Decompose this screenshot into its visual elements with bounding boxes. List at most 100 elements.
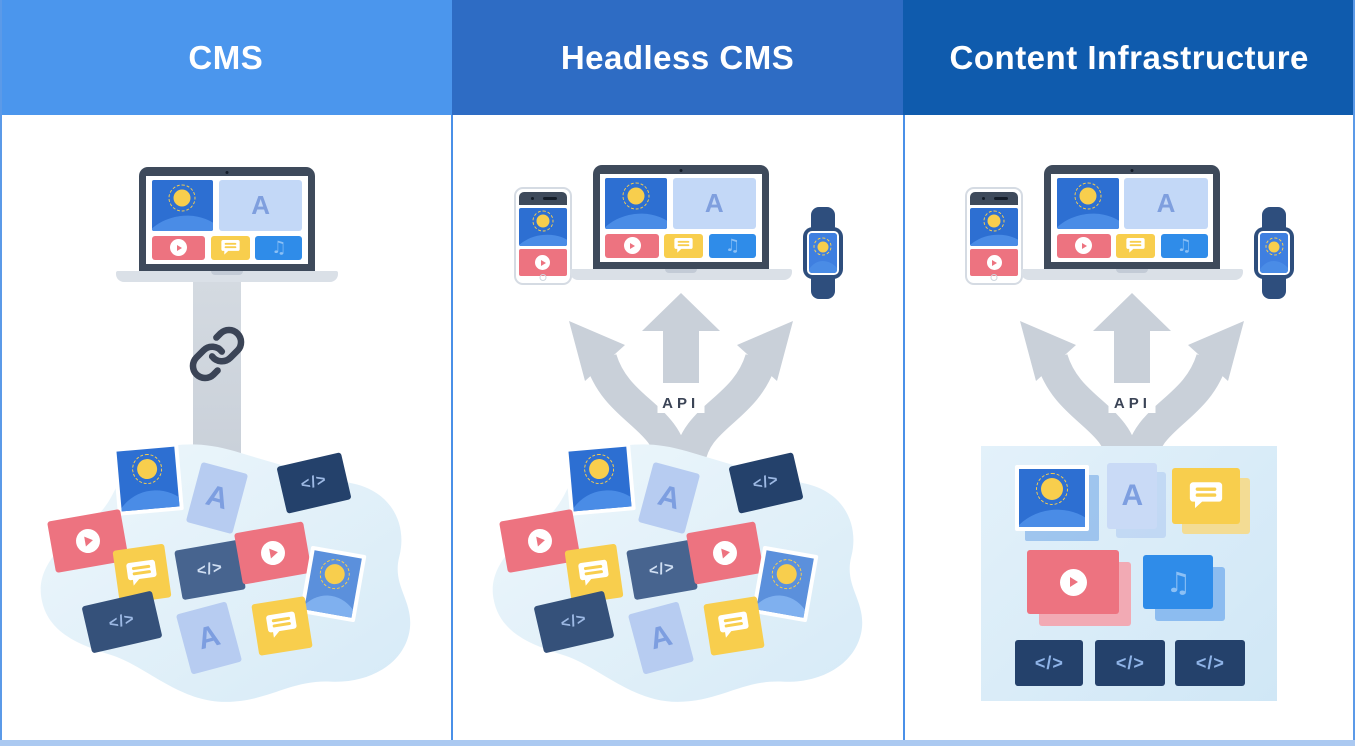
music-tile: ♫	[1143, 555, 1214, 609]
sun-photo-icon	[1019, 469, 1086, 527]
sun-icon	[774, 562, 798, 587]
sun-photo-icon	[568, 446, 632, 512]
text-glyph: A	[654, 478, 684, 517]
header-cms: CMS	[0, 0, 452, 115]
watch-screen	[1258, 231, 1291, 275]
wave-shape	[518, 229, 567, 246]
video-tile	[1027, 550, 1120, 614]
code-brackets-icon: </>	[195, 558, 225, 581]
code-tile: </>	[1015, 640, 1084, 686]
watch-strap	[1262, 207, 1287, 230]
laptop-lid: A ♫	[1044, 165, 1221, 269]
text-glyph: A	[1121, 479, 1144, 512]
column-divider	[903, 115, 905, 740]
api-label: API	[657, 394, 705, 413]
header-content-infrastructure: Content Infrastructure	[903, 0, 1355, 115]
play-icon	[525, 527, 554, 555]
video-tile	[605, 233, 659, 258]
text-glyph: A	[194, 618, 224, 657]
play-icon	[535, 255, 551, 270]
speech-bubble-icon	[578, 559, 609, 586]
speech-tile	[702, 596, 765, 656]
column-title-content-infrastructure: Content Infrastructure	[949, 38, 1309, 76]
speech-bubble-icon	[221, 239, 240, 255]
column-title-cms: CMS	[188, 38, 264, 76]
image-tile	[151, 180, 214, 232]
text-glyph: A	[1156, 188, 1176, 219]
panel-headless-cms: API A ♫	[452, 115, 904, 748]
column-title-headless-cms: Headless CMS	[560, 38, 795, 76]
music-tile: ♫	[1160, 233, 1208, 258]
three-way-arrow-icon	[1020, 293, 1245, 463]
sun-photo-icon	[116, 446, 180, 512]
watch-screen	[806, 231, 839, 275]
wave-shape	[568, 481, 632, 512]
code-brackets-icon: </>	[558, 610, 589, 633]
sun-icon	[136, 458, 158, 481]
image-tile	[518, 208, 567, 246]
phone-speaker-bar	[518, 192, 567, 205]
panel-content-infrastructure: API A ♫	[903, 115, 1355, 748]
video-tile	[151, 235, 206, 260]
watch-strap	[810, 276, 835, 299]
video-tile	[1057, 233, 1111, 258]
smartphone	[965, 187, 1024, 285]
music-note-icon: ♫	[1176, 235, 1192, 256]
laptop-base	[116, 271, 338, 282]
text-tile: A	[1107, 463, 1158, 529]
speech-bubble-icon	[266, 611, 297, 638]
column-cms: CMS A ♫	[0, 0, 452, 748]
phone-home-button	[990, 274, 998, 281]
bottom-border-bar	[0, 740, 1355, 746]
laptop-screen: A ♫	[1051, 174, 1214, 262]
play-icon	[1059, 568, 1087, 596]
text-tile: A	[672, 178, 756, 230]
speech-bubble-icon	[674, 237, 694, 253]
speech-tile	[564, 543, 624, 605]
sun-photo-icon	[808, 233, 837, 273]
sun-icon	[622, 182, 650, 210]
sun-icon	[532, 210, 554, 232]
code-brackets-icon: </>	[1034, 652, 1064, 673]
wave-shape	[755, 594, 814, 618]
music-tile: ♫	[709, 233, 756, 258]
sun-icon	[323, 562, 347, 587]
laptop-screen: A ♫	[599, 174, 762, 262]
image-tile	[299, 545, 367, 623]
laptop-base	[569, 269, 792, 280]
smartwatch	[802, 207, 843, 299]
wave-shape	[808, 258, 837, 273]
content-blob: A </> </> </> A	[479, 437, 874, 715]
code-brackets-icon: </>	[107, 610, 137, 633]
chain-link-icon	[188, 325, 246, 383]
text-glyph: A	[645, 618, 676, 657]
sun-photo-icon	[755, 550, 814, 618]
play-icon	[1075, 237, 1093, 255]
laptop: A ♫	[116, 167, 338, 282]
speech-tile	[1172, 468, 1241, 524]
image-tile	[563, 442, 636, 516]
header-headless-cms: Headless CMS	[451, 0, 904, 115]
sun-photo-icon	[970, 208, 1019, 246]
code-tile: </>	[1175, 640, 1246, 686]
wave-shape	[1019, 502, 1086, 527]
sun-icon	[813, 237, 832, 256]
sun-photo-icon	[304, 550, 362, 618]
wave-shape	[1057, 207, 1119, 230]
sun-photo-icon	[1260, 233, 1289, 273]
image-tile	[112, 442, 184, 516]
phone-speaker-bar	[970, 192, 1019, 205]
laptop-lid: A ♫	[139, 167, 315, 271]
panel-cms: A ♫	[0, 115, 452, 748]
music-note-icon: ♫	[271, 237, 287, 258]
code-tile: </>	[1095, 640, 1166, 686]
sun-photo-icon	[605, 178, 667, 230]
play-icon	[710, 539, 739, 567]
speech-tile	[210, 235, 250, 260]
play-icon	[259, 539, 287, 567]
right-border	[1353, 0, 1355, 746]
wave-shape	[605, 207, 667, 230]
speech-tile	[251, 596, 313, 656]
column-divider	[451, 115, 453, 740]
laptop-base	[1021, 269, 1244, 280]
